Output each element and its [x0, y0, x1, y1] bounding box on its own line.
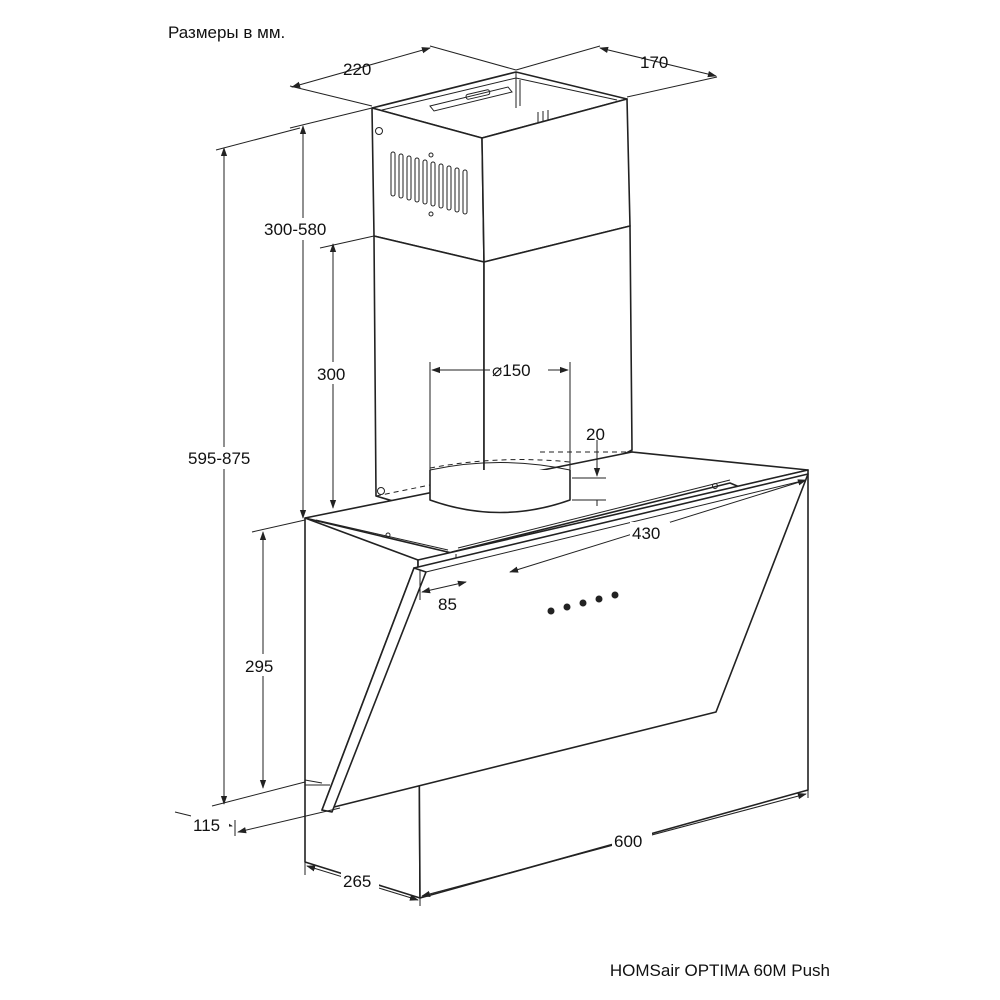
label-295: 295	[245, 657, 273, 676]
label-170: 170	[640, 53, 668, 72]
dim-bottom-depth: 115	[174, 807, 341, 862]
label-115: 115	[193, 816, 220, 835]
vent-grille	[390, 151, 468, 215]
label-595-875: 595-875	[188, 449, 250, 468]
dim-panel-gap: 85	[419, 570, 467, 614]
dim-duct-diameter: ⌀150	[429, 360, 571, 470]
label-300: 300	[317, 365, 345, 384]
label-300-580: 300-580	[264, 220, 326, 239]
label-600: 600	[614, 832, 642, 851]
control-buttons	[547, 591, 619, 615]
label-265: 265	[343, 872, 371, 891]
dim-total-depth: 265	[304, 862, 421, 906]
dim-body-height: 295	[243, 519, 306, 789]
dim-canopy-depth: 430	[509, 470, 809, 573]
label-220: 220	[343, 60, 371, 79]
model-name: HOMSair OPTIMA 60M Push	[610, 961, 830, 980]
label-430: 430	[632, 524, 660, 543]
dim-width: 600	[419, 790, 809, 900]
label-85: 85	[438, 595, 457, 614]
dim-chimney-height: 300-580 300	[262, 107, 375, 519]
units-note: Размеры в мм.	[168, 23, 285, 42]
label-diameter-150: ⌀150	[492, 361, 531, 380]
dim-chimney-width: 220	[289, 45, 517, 107]
dim-chimney-depth: 170	[515, 45, 718, 98]
label-20: 20	[586, 425, 605, 444]
chimney-upper	[371, 71, 631, 263]
dim-total-height: 595-875	[186, 127, 306, 807]
